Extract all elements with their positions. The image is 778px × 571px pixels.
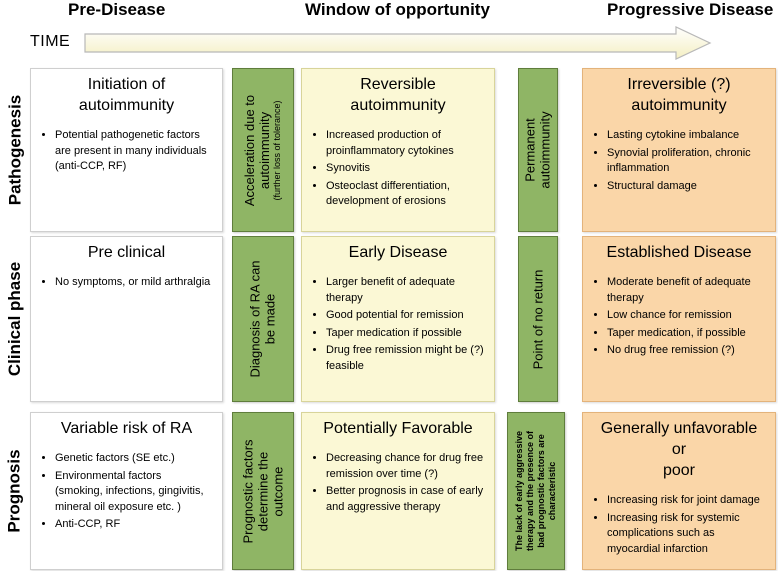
row-label-prognosis: Prognosis xyxy=(5,449,24,533)
header-pre-disease: Pre-Disease xyxy=(68,0,166,19)
clinical-transition-point-of-no-return: Point of no return xyxy=(518,236,558,402)
prognosis-progressive-title: Generally unfavorable or poor xyxy=(600,420,758,479)
pathogenesis-pre-disease-box: Initiation of autoimmunity Potential pat… xyxy=(30,68,223,232)
prognosis-pre-disease-box: Variable risk of RA Genetic factors (SE … xyxy=(30,412,223,570)
prognosis-pre-title: Variable risk of RA xyxy=(60,420,193,437)
prognosis-window-list: Decreasing chance for drug free remissio… xyxy=(312,451,484,515)
pathogenesis-progressive-title: Irreversible (?) autoimmunity xyxy=(627,76,731,114)
row-label-pathogenesis: Pathogenesis xyxy=(5,94,25,206)
clinical-progressive-list: Moderate benefit of adequate therapy Low… xyxy=(593,275,765,359)
clinical-progressive-box: Established Disease Moderate benefit of … xyxy=(582,236,776,402)
prognosis-progressive-list: Increasing risk for joint damage Increas… xyxy=(593,493,765,557)
prognosis-window-box: Potentially Favorable Decreasing chance … xyxy=(301,412,495,570)
pathogenesis-transition-permanent: Permanent autoimmunity xyxy=(518,68,558,232)
pathogenesis-pre-title: Initiation of autoimmunity xyxy=(78,76,175,114)
row-label-clinical-phase: Clinical phase xyxy=(5,261,25,377)
pathogenesis-window-list: Increased production of proinflammatory … xyxy=(312,128,484,210)
clinical-pre-title: Pre clinical xyxy=(87,244,166,261)
pathogenesis-pre-list: Potential pathogenetic factors are prese… xyxy=(41,128,212,175)
pathogenesis-window-box: Reversible autoimmunity Increased produc… xyxy=(301,68,495,232)
prognosis-window-title: Potentially Favorable xyxy=(323,420,473,437)
time-arrow xyxy=(84,26,712,60)
clinical-window-box: Early Disease Larger benefit of adequate… xyxy=(301,236,495,402)
clinical-window-list: Larger benefit of adequate therapy Good … xyxy=(312,275,484,374)
pathogenesis-window-title: Reversible autoimmunity xyxy=(350,76,446,114)
prognosis-pre-list: Genetic factors (SE etc.) Environmental … xyxy=(41,451,212,533)
clinical-pre-list: No symptoms, or mild arthralgia xyxy=(41,275,212,291)
pathogenesis-progressive-list: Lasting cytokine imbalance Synovial prol… xyxy=(593,128,765,194)
clinical-transition-diagnosis: Diagnosis of RA can be made xyxy=(232,236,294,402)
prognosis-transition-prognostic-factors: Prognostic factors determine the outcome xyxy=(232,412,294,570)
time-label: TIME xyxy=(30,33,71,50)
clinical-progressive-title: Established Disease xyxy=(606,244,752,261)
pathogenesis-progressive-box: Irreversible (?) autoimmunity Lasting cy… xyxy=(582,68,776,232)
clinical-pre-disease-box: Pre clinical No symptoms, or mild arthra… xyxy=(30,236,223,402)
pathogenesis-transition-acceleration: Acceleration due to autoimmunity (furthe… xyxy=(232,68,294,232)
header-progressive-disease: Progressive Disease xyxy=(607,0,774,19)
header-window-of-opportunity: Window of opportunity xyxy=(305,0,490,19)
prognosis-progressive-box: Generally unfavorable or poor Increasing… xyxy=(582,412,776,570)
prognosis-transition-lack-of-therapy: The lack of early aggressive therapy and… xyxy=(507,412,565,570)
clinical-window-title: Early Disease xyxy=(348,244,448,261)
